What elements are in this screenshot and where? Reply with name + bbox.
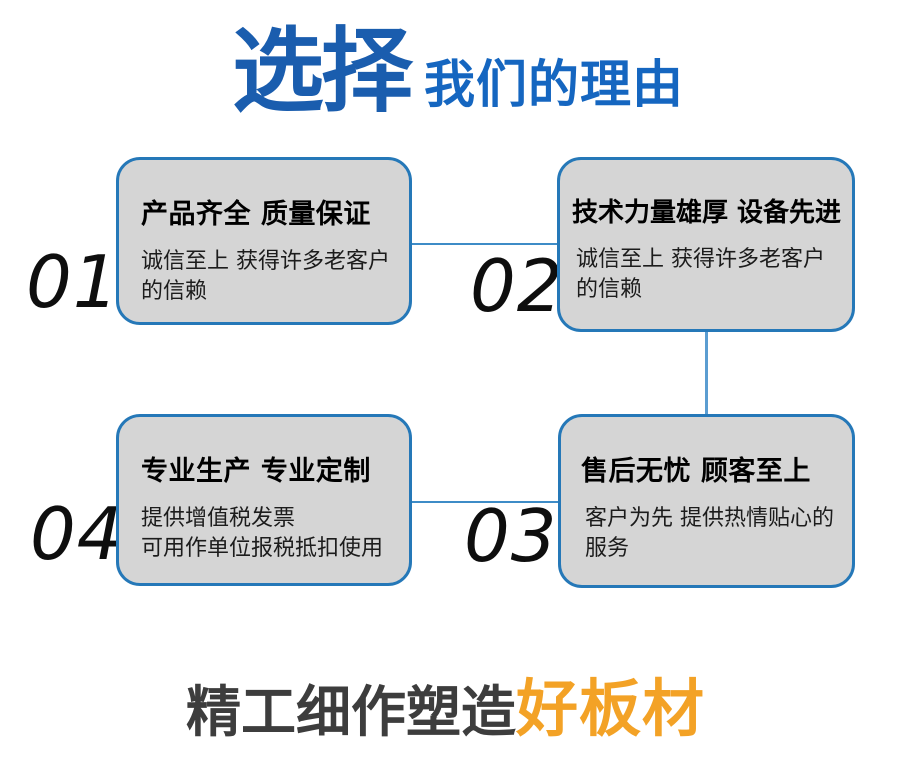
connector-line-bottom-horizontal xyxy=(412,501,558,503)
bottom-tagline: 精工细作塑造 好板材 xyxy=(186,678,705,740)
reason-card-01-title: 产品齐全 质量保证 xyxy=(141,199,371,230)
bottom-tagline-main: 精工细作塑造 xyxy=(186,680,517,744)
reason-number-03: 03 xyxy=(464,494,558,578)
reason-card-01: 产品齐全 质量保证 诚信至上 获得许多老客户 的信赖 xyxy=(116,157,412,325)
reason-card-03: 售后无忧 顾客至上 客户为先 提供热情贴心的 服务 xyxy=(558,414,855,588)
reason-card-04-title: 专业生产 专业定制 xyxy=(141,456,371,487)
reason-card-01-desc-line1: 诚信至上 获得许多老客户 xyxy=(141,249,390,274)
reason-card-03-desc-line2: 服务 xyxy=(585,536,630,561)
connector-line-top-horizontal xyxy=(412,243,557,245)
reason-card-02: 技术力量雄厚 设备先进 诚信至上 获得许多老客户 的信赖 xyxy=(557,157,855,332)
bottom-tagline-accent: 好板材 xyxy=(516,672,706,745)
reason-card-04-desc-line1: 提供增值税发票 xyxy=(141,506,296,531)
connector-line-right-vertical xyxy=(705,332,708,414)
reason-card-02-desc-line1: 诚信至上 获得许多老客户 xyxy=(576,247,825,272)
reason-card-01-desc-line2: 的信赖 xyxy=(141,279,208,304)
reason-number-01: 01 xyxy=(26,240,120,324)
page-title-main: 选择 xyxy=(232,18,413,125)
reason-card-02-desc-line2: 的信赖 xyxy=(576,277,643,302)
reason-number-02: 02 xyxy=(470,244,564,328)
page-title: 选择 我们的理由 xyxy=(232,26,684,118)
page-title-sub: 我们的理由 xyxy=(424,56,685,115)
reason-card-03-title: 售后无忧 顾客至上 xyxy=(581,456,811,487)
reason-card-04-desc-line2: 可用作单位报税抵扣使用 xyxy=(141,536,384,561)
reason-card-03-desc-line1: 客户为先 提供热情贴心的 xyxy=(585,506,834,531)
reason-card-02-title: 技术力量雄厚 设备先进 xyxy=(572,198,842,228)
reason-card-04: 专业生产 专业定制 提供增值税发票 可用作单位报税抵扣使用 xyxy=(116,414,412,586)
reason-number-04: 04 xyxy=(30,492,124,576)
